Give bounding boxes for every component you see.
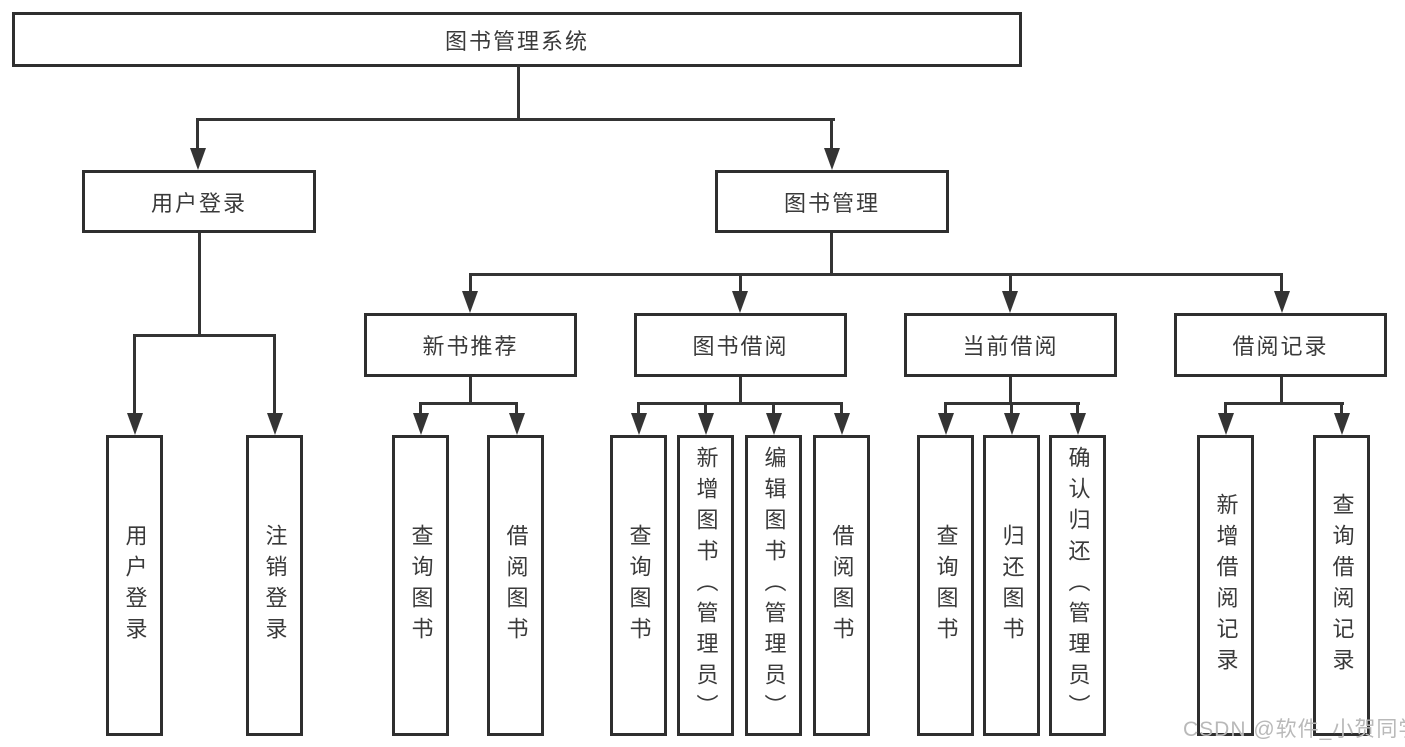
arrow-down-icon	[1004, 413, 1020, 435]
arrow-down-icon	[824, 148, 840, 170]
node-leaf-query-books-current: 查询图书	[917, 435, 974, 736]
node-user-login-group: 用户登录	[82, 170, 316, 233]
node-leaf-borrow-books: 借阅图书	[813, 435, 870, 736]
arrow-down-icon	[732, 291, 748, 313]
node-label: 借阅图书	[503, 523, 529, 648]
node-label: 查询图书	[408, 523, 434, 648]
connector-stem-user-login	[196, 118, 199, 150]
connector-stem-leaf	[419, 402, 422, 415]
node-leaf-add-books-admin: 新增图书（管理员）	[677, 435, 734, 736]
connector-borrowing-records-trunk	[1280, 377, 1283, 405]
arrow-down-icon	[267, 413, 283, 435]
node-leaf-user-login: 用户登录	[106, 435, 163, 736]
node-new-book-recommendation: 新书推荐	[364, 313, 577, 377]
node-label: 注销登录	[262, 523, 288, 648]
node-leaf-edit-books-admin: 编辑图书（管理员）	[745, 435, 802, 736]
connector-stem-leaf	[1340, 402, 1343, 415]
node-leaf-borrow-books-recommend: 借阅图书	[487, 435, 544, 736]
connector-user-login-rail	[133, 334, 276, 337]
connector-stem-current-borrowing	[1009, 273, 1012, 292]
node-label: 查询图书	[626, 523, 652, 648]
connector-stem-login-leaf	[133, 334, 136, 415]
node-label: 查询图书	[933, 523, 959, 648]
node-book-management: 图书管理	[715, 170, 949, 233]
arrow-down-icon	[127, 413, 143, 435]
arrow-down-icon	[1334, 413, 1350, 435]
connector-stem-leaf	[1010, 402, 1013, 415]
arrow-down-icon	[413, 413, 429, 435]
node-borrowing-records: 借阅记录	[1174, 313, 1387, 377]
connector-new-book-trunk	[469, 377, 472, 405]
arrow-down-icon	[1218, 413, 1234, 435]
connector-stem-book-management	[830, 118, 833, 150]
node-label: 归还图书	[999, 523, 1025, 648]
node-label: 当前借阅	[962, 334, 1059, 359]
node-leaf-return-books: 归还图书	[983, 435, 1040, 736]
node-label: 用户登录	[122, 523, 148, 648]
node-leaf-add-borrow-record: 新增借阅记录	[1197, 435, 1254, 736]
arrow-down-icon	[1274, 291, 1290, 313]
connector-stem-leaf	[704, 402, 707, 415]
connector-book-borrowing-trunk	[739, 377, 742, 405]
connector-book-borrowing-rail	[637, 402, 843, 405]
node-label: 查询借阅记录	[1329, 492, 1355, 679]
connector-stem-leaf	[944, 402, 947, 415]
connector-stem-leaf	[772, 402, 775, 415]
connector-level2-rail	[196, 118, 835, 121]
connector-user-login-trunk	[198, 233, 201, 337]
connector-stem-book-borrowing	[739, 273, 742, 292]
node-label: 图书借阅	[692, 334, 789, 359]
arrow-down-icon	[631, 413, 647, 435]
node-label: 借阅记录	[1232, 334, 1329, 359]
node-leaf-logout: 注销登录	[246, 435, 303, 736]
arrow-down-icon	[190, 148, 206, 170]
node-leaf-query-books-borrowing: 查询图书	[610, 435, 667, 736]
node-label: 确认归还（管理员）	[1065, 446, 1091, 725]
node-label: 编辑图书（管理员）	[761, 446, 787, 725]
csdn-watermark: CSDN @软件_小贺同学	[1183, 718, 1405, 741]
arrow-down-icon	[1070, 413, 1086, 435]
connector-stem-borrowing-records	[1280, 273, 1283, 292]
connector-stem-leaf	[1224, 402, 1227, 415]
node-label: 新书推荐	[422, 334, 519, 359]
node-library-management-system: 图书管理系统	[12, 12, 1022, 67]
connector-current-borrowing-trunk	[1009, 377, 1012, 405]
node-label: 用户登录	[150, 190, 247, 216]
connector-stem-logout-leaf	[273, 334, 276, 415]
connector-new-book-rail	[419, 402, 518, 405]
node-label: 借阅图书	[829, 523, 855, 648]
node-label: 图书管理	[783, 190, 880, 216]
arrow-down-icon	[766, 413, 782, 435]
arrow-down-icon	[834, 413, 850, 435]
node-label: 新增借阅记录	[1213, 492, 1239, 679]
node-book-borrowing: 图书借阅	[634, 313, 847, 377]
connector-stem-leaf	[637, 402, 640, 415]
arrow-down-icon	[1002, 291, 1018, 313]
connector-book-management-trunk	[830, 233, 833, 275]
node-label: 新增图书（管理员）	[693, 446, 719, 725]
arrow-down-icon	[509, 413, 525, 435]
node-label: 图书管理系统	[444, 28, 589, 54]
node-current-borrowing: 当前借阅	[904, 313, 1117, 377]
node-leaf-confirm-return-admin: 确认归还（管理员）	[1049, 435, 1106, 736]
connector-stem-leaf	[1076, 402, 1079, 415]
connector-stem-leaf	[515, 402, 518, 415]
arrow-down-icon	[698, 413, 714, 435]
connector-borrowing-records-rail	[1224, 402, 1344, 405]
connector-stem-leaf	[840, 402, 843, 415]
connector-root-trunk	[517, 66, 520, 120]
connector-stem-new-book	[469, 273, 472, 292]
arrow-down-icon	[938, 413, 954, 435]
node-leaf-query-borrow-record: 查询借阅记录	[1313, 435, 1370, 736]
arrow-down-icon	[462, 291, 478, 313]
node-leaf-query-books-recommend: 查询图书	[392, 435, 449, 736]
connector-level3-rail	[469, 273, 1283, 276]
